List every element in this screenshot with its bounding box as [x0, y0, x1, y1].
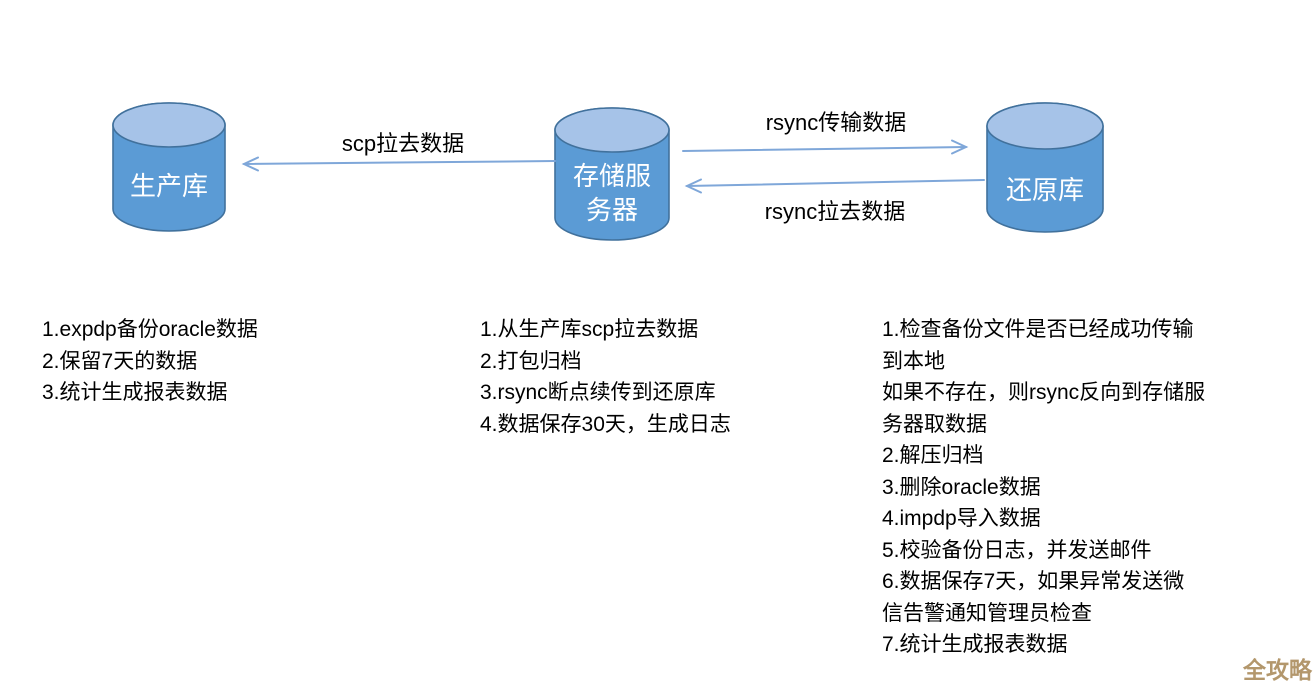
restore-task-list: 1.检查备份文件是否已经成功传输 到本地 如果不存在，则rsync反向到存储服 … [882, 314, 1205, 661]
list-item: 3.删除oracle数据 [882, 475, 1041, 499]
scp-pull-arrow-label: scp拉去数据 [341, 131, 465, 156]
list-item: 2.解压归档 [882, 444, 984, 467]
restore-db-label: 还原库 [1005, 175, 1085, 205]
restore-db-cylinder-top [986, 102, 1104, 150]
restore-db-cylinder [986, 102, 1104, 233]
storage-server-label-line1: 存储服 [572, 161, 652, 191]
production-task-list: 1.expdp备份oracle数据 2.保留7天的数据 3.统计生成报表数据 [42, 314, 258, 409]
list-item: 1.从生产库scp拉去数据 [480, 318, 699, 341]
list-item: 2.保留7天的数据 [42, 349, 198, 373]
storage-task-list: 1.从生产库scp拉去数据 2.打包归档 3.rsync断点续传到还原库 4.数… [480, 314, 731, 440]
list-item: 务器取数据 [882, 412, 987, 436]
rsync-pull-arrow [684, 178, 985, 194]
list-item: 如果不存在，则rsync反向到存储服 [882, 381, 1206, 404]
watermark-text: 全攻略 [1243, 657, 1312, 683]
list-item: 1.expdp备份oracle数据 [42, 318, 258, 341]
list-item: 5.校验备份日志，并发送邮件 [882, 538, 1152, 562]
storage-server-cylinder-top [554, 107, 670, 153]
list-item: 4.impdp导入数据 [882, 507, 1041, 530]
production-db-cylinder-top [112, 102, 226, 148]
arrowhead-right-icon [951, 139, 969, 155]
storage-server-label: 存储服 务器 [573, 159, 651, 227]
arrowhead-left-icon [684, 178, 702, 194]
arrowhead-left-icon [241, 156, 259, 172]
list-item: 信告警通知管理员检查 [882, 601, 1092, 625]
rsync-transfer-arrow-label: rsync传输数据 [765, 110, 907, 135]
list-item: 到本地 [882, 349, 945, 373]
list-item: 4.数据保存30天，生成日志 [480, 412, 731, 436]
rsync-transfer-arrow [682, 139, 969, 155]
production-db-cylinder [112, 102, 226, 232]
list-item: 2.打包归档 [480, 349, 582, 373]
list-item: 1.检查备份文件是否已经成功传输 [882, 318, 1194, 341]
storage-server-label-line2: 务器 [585, 195, 639, 225]
list-item: 3.rsync断点续传到还原库 [480, 381, 716, 404]
list-item: 3.统计生成报表数据 [42, 381, 228, 404]
rsync-pull-arrow-label: rsync拉去数据 [764, 199, 906, 224]
production-db-label: 生产库 [129, 171, 209, 201]
storage-server-cylinder [554, 107, 670, 241]
list-item: 6.数据保存7天，如果异常发送微 [882, 570, 1185, 593]
list-item: 7.统计生成报表数据 [882, 633, 1068, 656]
scp-pull-arrow [241, 156, 556, 172]
